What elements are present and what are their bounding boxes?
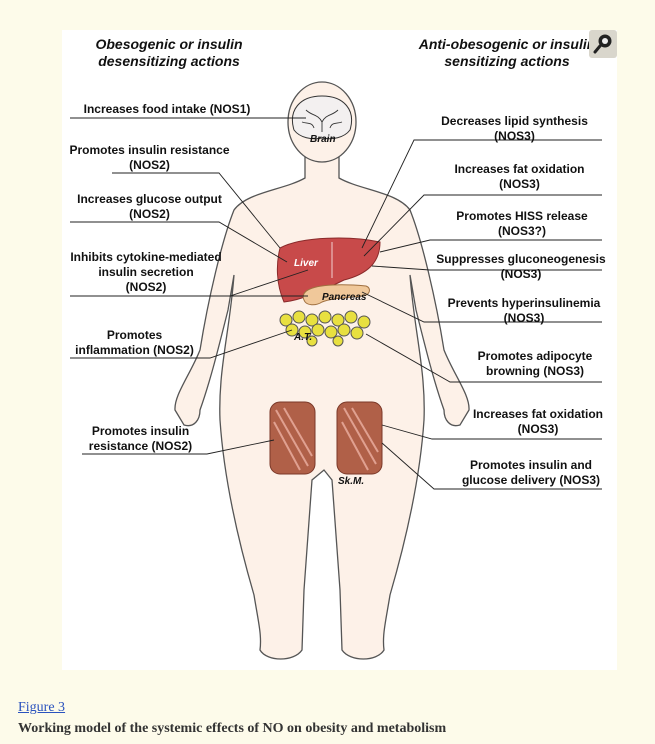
organ-label-adipose: A.T. [294, 332, 313, 343]
label-lipid-synthesis: Decreases lipid synthesis (NOS3) [441, 114, 588, 143]
label-glucose-output: Increases glucose output (NOS2) [77, 192, 222, 221]
skeletal-muscle-icon [269, 401, 383, 475]
label-inflammation: Promotes inflammation (NOS2) [75, 328, 194, 357]
adipose-tissue-icon [279, 310, 371, 347]
connector-lines [70, 117, 602, 490]
organ-label-liver: Liver [294, 258, 318, 269]
right-heading: Anti-obesogenic or insulin sensitizing a… [418, 36, 596, 69]
left-heading: Obesogenic or insulin desensitizing acti… [95, 36, 243, 69]
label-gluconeogenesis: Suppresses gluconeogenesis (NOS3) [436, 252, 606, 281]
label-fat-oxidation-muscle: Increases fat oxidation (NOS3) [472, 407, 604, 436]
label-insulin-glucose-delivery: Promotes insulin and glucose delivery (N… [461, 458, 601, 487]
organ-label-muscle: Sk.M. [338, 476, 365, 487]
body-silhouette [174, 149, 470, 660]
label-insulin-resistance-muscle: Promotes insulin resistance (NOS2) [88, 424, 193, 453]
label-cytokine-insulin-secretion: Inhibits cytokine-mediated insulin secre… [70, 250, 222, 294]
label-hiss-release: Promotes HISS release (NOS3?) [456, 209, 588, 238]
magnifier-icon [593, 34, 612, 54]
pancreas-icon [302, 284, 370, 306]
brain-icon [292, 95, 352, 140]
liver-icon [276, 237, 381, 303]
label-fat-oxidation-liver: Increases fat oxidation (NOS3) [454, 162, 585, 191]
label-insulin-resistance-liver: Promotes insulin resistance (NOS2) [69, 143, 230, 172]
organ-label-brain: Brain [310, 134, 336, 145]
label-food-intake: Increases food intake (NOS1) [83, 102, 251, 116]
figure-caption: Working model of the systemic effects of… [18, 721, 447, 736]
zoom-button[interactable] [589, 30, 617, 58]
label-hyperinsulinemia: Prevents hyperinsulinemia (NOS3) [447, 296, 601, 325]
figure-panel: Obesogenic or insulin desensitizing acti… [62, 30, 617, 670]
label-adipocyte-browning: Promotes adipocyte browning (NOS3) [477, 349, 593, 378]
organ-label-pancreas: Pancreas [322, 292, 367, 303]
figure-link[interactable]: Figure 3 [18, 700, 66, 715]
body-diagram [70, 81, 602, 660]
